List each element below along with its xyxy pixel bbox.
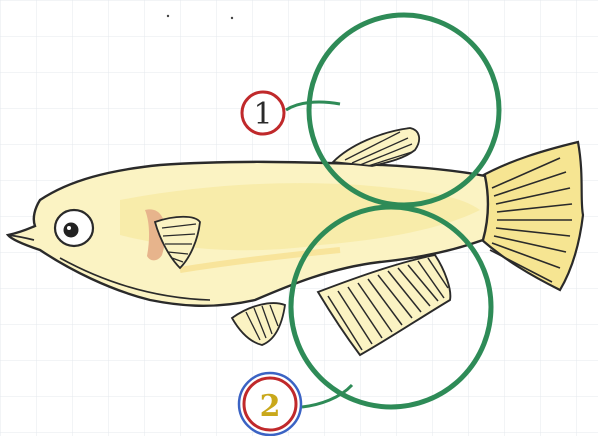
speck	[231, 17, 233, 19]
label-2-text: 2	[260, 389, 281, 424]
speck	[167, 15, 169, 17]
label-2: 2	[239, 373, 301, 435]
fish-eye	[55, 210, 93, 246]
label-1-text: 1	[253, 97, 272, 132]
label-1: 1	[242, 92, 284, 134]
